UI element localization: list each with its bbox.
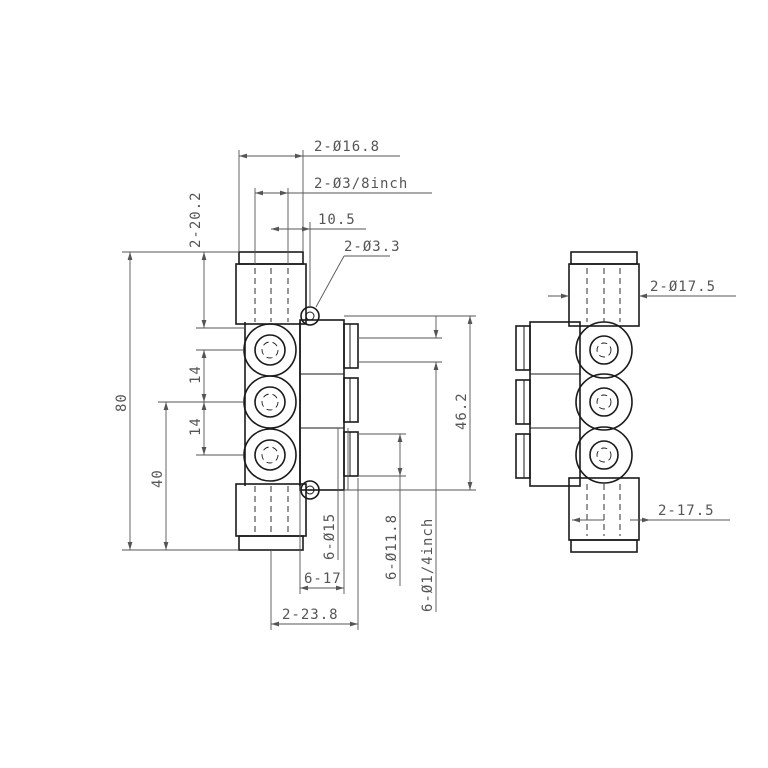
label-w-offset: 10.5 (318, 212, 356, 228)
label-h-ports: 46.2 (454, 392, 470, 430)
label-d-side-175: 2-Ø17.5 (650, 279, 716, 295)
label-d-top-inner: 2-Ø3/8inch (314, 176, 408, 192)
label-d-quarter: 6-Ø1/4inch (420, 518, 436, 612)
label-pitch-a: 14 (188, 365, 204, 384)
front-port-circles (243, 323, 297, 482)
label-d-body-15: 6-Ø15 (322, 513, 338, 560)
label-w-238: 2-23.8 (282, 607, 339, 623)
label-h-total: 80 (114, 393, 130, 412)
side-view (515, 251, 640, 553)
front-bottom-fitting (235, 483, 307, 551)
front-view (235, 251, 359, 551)
mount-hole-icon (300, 306, 320, 500)
front-body (244, 319, 359, 491)
label-d-top-outer: 2-Ø16.8 (314, 139, 380, 155)
label-w-17: 6-17 (304, 571, 342, 587)
label-h-half: 40 (150, 469, 166, 488)
side-dimension-lines (548, 293, 736, 523)
front-top-fitting (235, 251, 307, 325)
label-h-top: 2-20.2 (188, 191, 204, 248)
label-pitch-b: 14 (188, 417, 204, 436)
label-d-mount-hole: 2-Ø3.3 (344, 239, 401, 255)
dimension-labels: 2-Ø16.8 2-Ø3/8inch 10.5 2-Ø3.3 2-20.2 14… (114, 139, 716, 623)
label-d-body-118: 6-Ø11.8 (384, 514, 400, 580)
label-w-side-175: 2-17.5 (658, 503, 715, 519)
dimension-lines (122, 150, 476, 630)
